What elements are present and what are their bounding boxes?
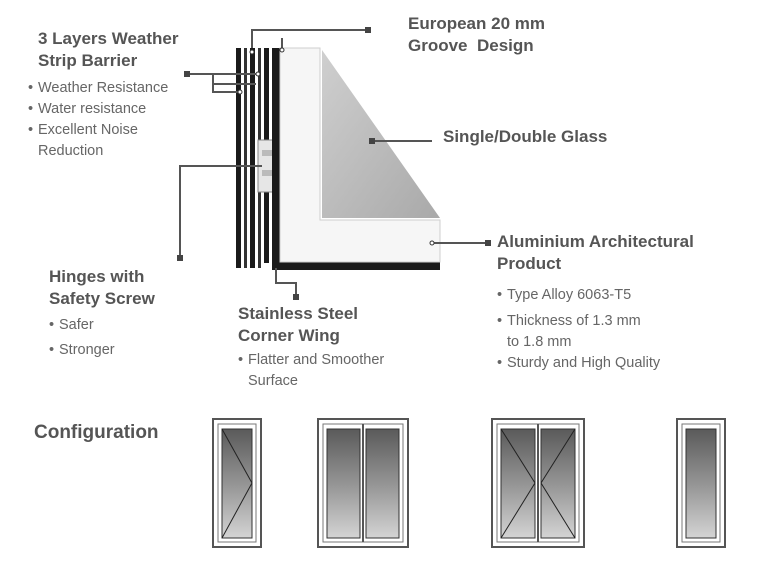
groove-title-1: European 20 mm — [408, 14, 545, 33]
callout-glass: Single/Double Glass — [443, 126, 607, 148]
aluminium-profile — [272, 47, 441, 270]
bullet-sturdy: Sturdy and High Quality — [507, 355, 661, 371]
aluminium-title-1: Aluminium Architectural — [497, 232, 694, 251]
callout-groove: European 20 mm Groove Design — [408, 13, 545, 57]
bullet-noise-reduction: Excellent Noise — [38, 122, 138, 138]
leader-endpoints — [177, 27, 491, 300]
callout-aluminium: Aluminium Architectural Product •Type Al… — [497, 232, 694, 371]
config-double-fixed — [317, 418, 409, 548]
bullet-water-resistance: Water resistance — [38, 101, 147, 117]
callout-weather-strip: 3 Layers Weather Strip Barrier •Weather … — [28, 28, 179, 162]
aluminium-title-2: Product — [497, 254, 562, 273]
weather-strip-title-1: 3 Layers Weather — [38, 29, 179, 48]
bullet-thickness: Thickness of 1.3 mm — [507, 313, 641, 329]
configuration-label: Configuration — [34, 422, 159, 443]
groove-title-2: Groove Design — [408, 36, 534, 55]
bullet-safer: Safer — [59, 317, 94, 333]
callout-corner: Stainless Steel Corner Wing •Flatter and… — [238, 303, 384, 392]
callout-hinges: Hinges with Safety Screw •Safer •Stronge… — [49, 267, 155, 358]
leader-origin-dots — [237, 47, 435, 246]
config-single-swing — [212, 418, 262, 548]
glass-pane — [322, 50, 440, 218]
corner-title-2: Corner Wing — [238, 326, 340, 345]
bullet-thickness-continued: to 1.8 mm — [507, 334, 572, 350]
bullet-flatter-smoother: Flatter and Smoother — [248, 352, 385, 368]
bullet-stronger: Stronger — [59, 342, 115, 358]
bullet-noise-reduction-continued: Reduction — [38, 143, 104, 159]
weather-strip-title-2: Strip Barrier — [38, 51, 138, 70]
glass-title: Single/Double Glass — [443, 127, 608, 146]
config-single-fixed — [676, 418, 726, 548]
corner-title-1: Stainless Steel — [238, 304, 359, 323]
hinges-title-1: Hinges with — [49, 267, 145, 286]
bullet-flatter-smoother-continued: Surface — [248, 373, 298, 389]
bullet-weather-resistance: Weather Resistance — [38, 80, 169, 96]
leader-lines — [179, 29, 488, 297]
hinges-title-2: Safety Screw — [49, 289, 155, 308]
bullet-alloy: Type Alloy 6063-T5 — [507, 287, 632, 303]
config-double-swing — [491, 418, 585, 548]
